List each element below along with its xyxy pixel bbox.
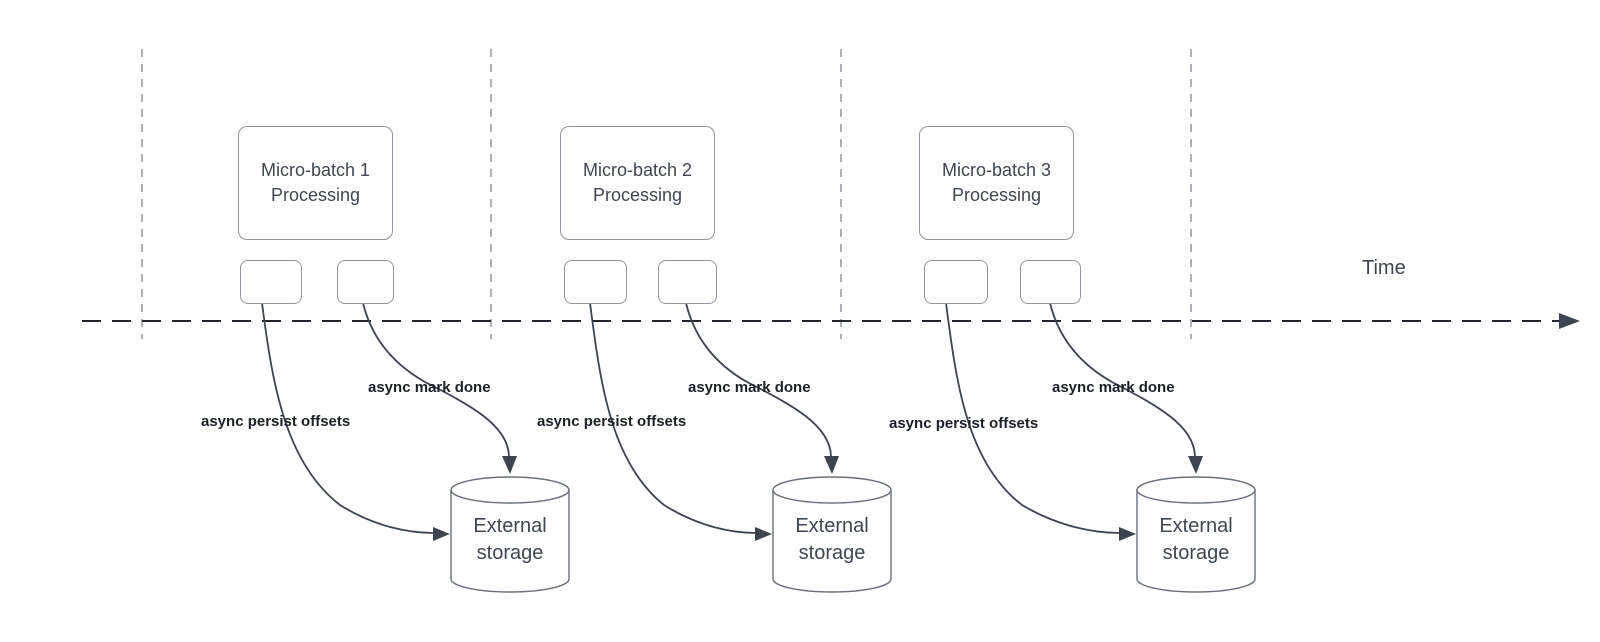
database-cylinder-icon-2 [772,476,892,593]
async-mark-done-label-1: async mark done [368,379,491,396]
micro-batch-3-box-label: Micro-batch 3 Processing [941,160,1052,205]
async-mark-done-label-3: async mark done [1052,379,1175,396]
database-cylinder-icon-1 [450,476,570,593]
offset-task-box-2b [658,260,717,304]
persist-offsets-arrowhead-icon-1 [433,527,450,541]
async-persist-offsets-label-2: async persist offsets [537,413,687,430]
micro-batch-2-box: Micro-batch 2 Processing [560,126,715,240]
micro-batch-3-box: Micro-batch 3 Processing [919,126,1074,240]
persist-offsets-curve-1 [261,302,435,534]
async-persist-offsets-label-3: async persist offsets [889,415,1039,432]
external-storage-label-2: External storage [795,515,869,564]
offset-task-box-3b [1020,260,1081,304]
offset-task-box-3a [924,260,988,304]
offset-task-box-2a [564,260,627,304]
mark-done-curve-3 [1049,302,1196,457]
persist-offsets-arrowhead-icon-3 [1119,527,1136,541]
persist-offsets-curve-2 [589,302,757,534]
async-persist-offsets-label-1: async persist offsets [201,413,351,430]
micro-batch-1-box-label: Micro-batch 1 Processing [260,160,371,205]
external-storage-label-3: External storage [1159,515,1233,564]
external-storage-label-1: External storage [473,515,547,564]
mark-done-arrowhead-icon-1 [502,456,517,474]
offset-task-box-1a [240,260,302,304]
offset-task-box-1b [337,260,394,304]
mark-done-curve-1 [362,302,510,457]
database-cylinder-rim-2 [772,489,892,504]
async-mark-done-label-2: async mark done [688,379,811,396]
persist-offsets-curve-3 [945,302,1121,534]
time-axis-arrowhead-icon [1559,313,1580,329]
database-cylinder-icon-3 [1136,476,1256,593]
persist-offsets-arrowhead-icon-2 [755,527,772,541]
mark-done-arrowhead-icon-2 [824,456,839,474]
time-axis-label: Time [1362,257,1406,279]
micro-batch-1-box: Micro-batch 1 Processing [238,126,393,240]
mark-done-curve-2 [685,302,832,457]
micro-batch-2-box-label: Micro-batch 2 Processing [582,160,693,205]
mark-done-arrowhead-icon-3 [1188,456,1203,474]
database-cylinder-rim-3 [1136,489,1256,504]
database-cylinder-rim-1 [450,489,570,504]
